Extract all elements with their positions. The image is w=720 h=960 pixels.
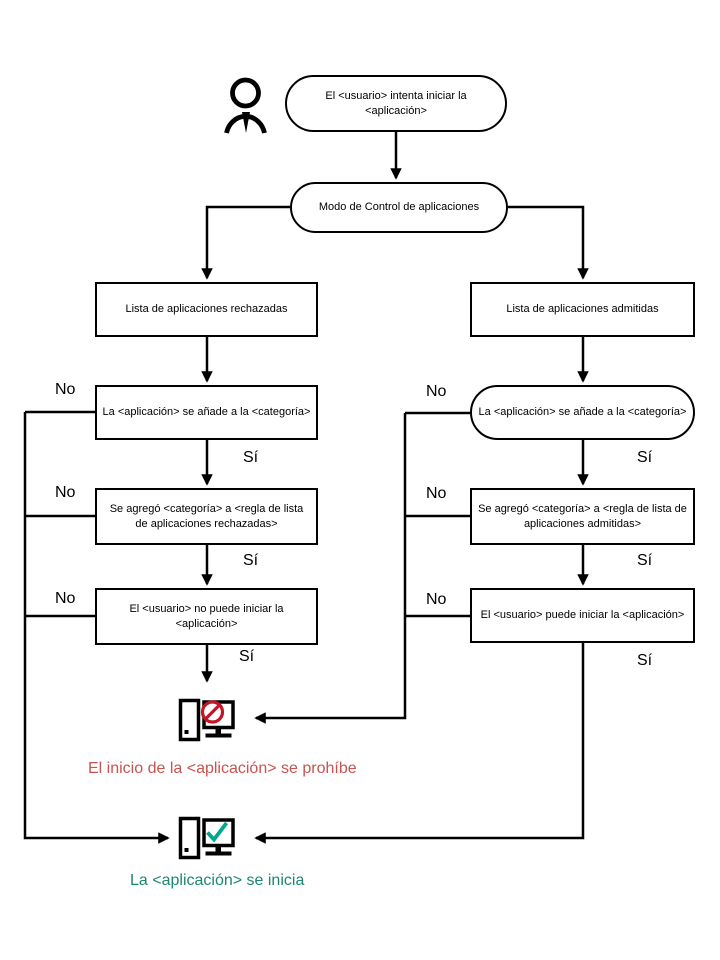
label-yes-deny-rule: Sí	[243, 552, 259, 569]
node-denylist: Lista de aplicaciones rechazadas	[95, 282, 318, 337]
arrow-allow-no-chain-to-blocked	[254, 413, 407, 724]
computer-blocked-icon	[178, 698, 235, 742]
label-no-deny-category: No	[55, 381, 76, 398]
arrow-mode-to-denylist	[201, 205, 290, 280]
allowed-tower-dot	[184, 848, 189, 852]
node-start: El <usuario> intenta iniciar la <aplicac…	[285, 75, 507, 132]
allowed-stand	[215, 845, 221, 852]
node-denylist-label: Lista de aplicaciones rechazadas	[125, 303, 288, 316]
label-no-deny-result: No	[55, 590, 76, 607]
outcome-blocked-text: El inicio de la <aplicación> se prohíbe	[88, 760, 357, 777]
label-yes-allow-rule: Sí	[637, 552, 653, 569]
label-no-allow-result: No	[426, 591, 447, 608]
node-allow-rule-label: Se agregó <categoría> a <regla de lista …	[478, 502, 687, 530]
prohibit-icon-slash	[204, 703, 221, 721]
node-deny-result-label: El <usuario> no puede iniciar la <aplica…	[129, 602, 284, 630]
outcome-started-text: La <aplicación> se inicia	[130, 872, 305, 889]
node-deny-result: El <usuario> no puede iniciar la <aplica…	[95, 588, 318, 645]
arrow-deny-no-chain-to-started	[23, 412, 170, 844]
user-icon-head	[230, 77, 261, 109]
blocked-stand-base	[205, 733, 232, 738]
arrow-mode-to-allowlist	[508, 205, 589, 280]
allowed-stand-base	[205, 851, 232, 856]
node-allow-rule: Se agregó <categoría> a <regla de lista …	[470, 488, 695, 545]
node-allow-category: La <aplicación> se añade a la <categoría…	[470, 385, 695, 440]
node-deny-rule-label: Se agregó <categoría> a <regla de lista …	[109, 502, 304, 530]
node-deny-category-label: La <aplicación> se añade a la <categoría…	[102, 406, 311, 419]
node-allow-result: El <usuario> puede iniciar la <aplicació…	[470, 588, 695, 643]
node-allowlist-label: Lista de aplicaciones admitidas	[506, 303, 659, 316]
allowed-tower	[178, 816, 201, 860]
node-allowlist: Lista de aplicaciones admitidas	[470, 282, 695, 337]
node-start-label: El <usuario> intenta iniciar la <aplicac…	[325, 89, 467, 117]
label-yes-allow-category: Sí	[637, 449, 653, 466]
connectors	[23, 132, 589, 844]
label-no-allow-category: No	[426, 383, 447, 400]
user-icon-tie	[242, 112, 250, 133]
node-mode-label: Modo de Control de aplicaciones	[318, 201, 480, 214]
label-no-deny-rule: No	[55, 484, 76, 501]
blocked-tower	[178, 698, 201, 742]
label-yes-deny-result: Sí	[239, 648, 255, 665]
node-deny-rule: Se agregó <categoría> a <regla de lista …	[95, 488, 318, 545]
computer-allowed-icon	[178, 816, 235, 860]
arrow-allow-result-to-started	[254, 643, 585, 844]
node-allow-result-label: El <usuario> puede iniciar la <aplicació…	[480, 609, 685, 622]
label-yes-allow-result: Sí	[637, 652, 653, 669]
label-yes-deny-category: Sí	[243, 449, 259, 466]
user-icon	[224, 77, 267, 134]
node-mode: Modo de Control de aplicaciones	[290, 182, 508, 233]
blocked-stand	[215, 727, 221, 734]
blocked-tower-dot	[184, 730, 189, 734]
label-no-allow-rule: No	[426, 485, 447, 502]
check-icon	[206, 821, 229, 843]
node-deny-category: La <aplicación> se añade a la <categoría…	[95, 385, 318, 440]
node-allow-category-label: La <aplicación> se añade a la <categoría…	[478, 406, 687, 419]
